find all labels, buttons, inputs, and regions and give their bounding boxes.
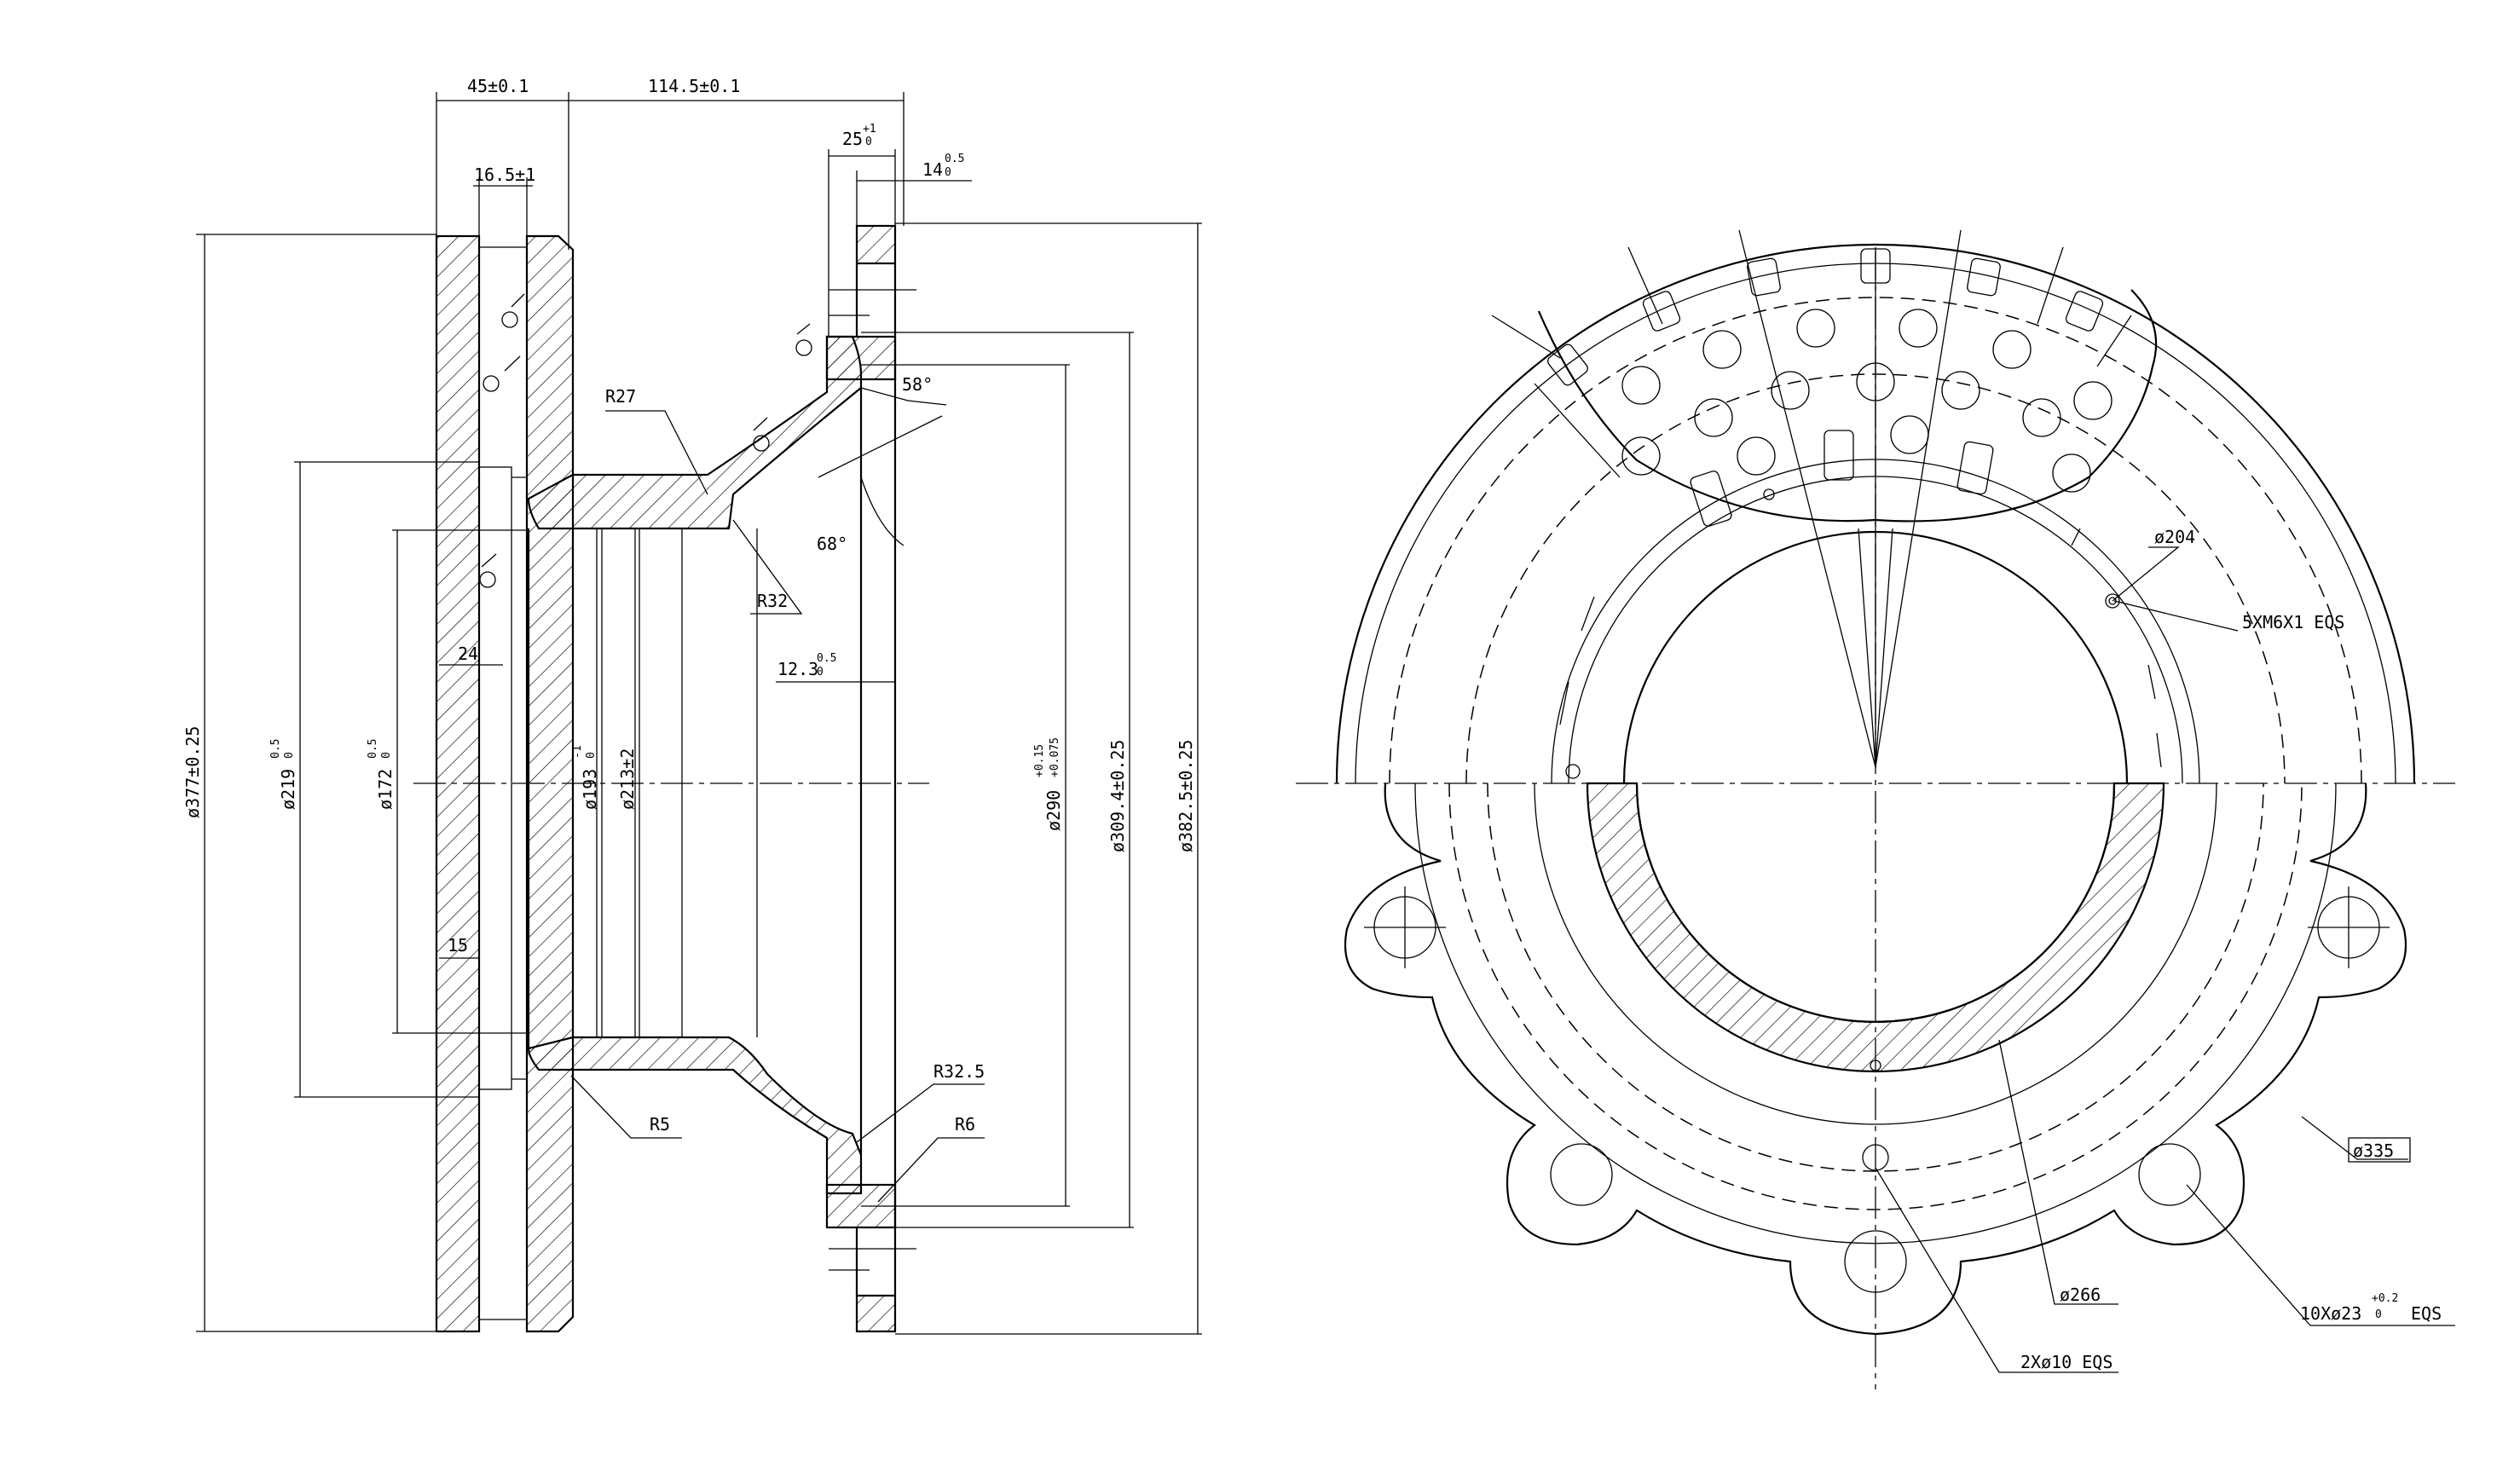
dim-dia-309-4: ø309.4±0.25 [1107, 740, 1128, 852]
dim-12-3-tol-upper: 0.5 [817, 652, 836, 665]
flange-upper-ring [825, 335, 897, 381]
dim-r32-5: R32.5 [933, 1061, 985, 1082]
dim-r27: R27 [605, 386, 636, 407]
dim-bolt-holes-eqs: EQS [2411, 1303, 2442, 1324]
dim-dia-266: ø266 [2060, 1285, 2101, 1305]
dim-dia-335: ø335 [2353, 1140, 2394, 1161]
dim-dia-290: ø290 [1043, 790, 1064, 831]
dim-dia-204: ø204 [2154, 527, 2195, 547]
dim-r5: R5 [650, 1114, 670, 1135]
dim-45: 45±0.1 [467, 76, 529, 96]
dim-16-5: 16.5±1 [474, 165, 535, 185]
dim-dia-193-tol-upper: -1 [571, 745, 584, 759]
dim-15: 15 [448, 935, 468, 956]
dim-14: 14 [922, 159, 943, 180]
flange-top-segment [855, 224, 897, 265]
bore-hatched-section [1586, 782, 2165, 1073]
dim-angle-68: 68° [817, 534, 847, 554]
dim-dia-213: ø213±2 [617, 748, 638, 810]
dim-12-3-tol-lower: 0 [817, 666, 824, 678]
dim-dia-172-tol-lower: 0 [380, 752, 393, 759]
radial-lines [1491, 229, 2132, 768]
dim-dia-193-tol-lower: 0 [585, 752, 598, 759]
dim-m6-threads: 5XM6X1 EQS [2242, 612, 2344, 632]
dim-dia-290-tol-upper: +0.15 [1033, 744, 1046, 777]
dim-14-tol-lower: 0 [945, 166, 951, 179]
dim-25-tol-upper: +1 [863, 123, 876, 136]
dim-dia-219: ø219 [278, 769, 298, 810]
inner-friction-plate [525, 234, 575, 1333]
bolt-holes [1364, 886, 2390, 1293]
dim-dia-219-tol-upper: 0.5 [269, 739, 282, 759]
dim-dia-172: ø172 [375, 769, 396, 810]
dim-angle-58: 58° [902, 374, 933, 395]
dim-dia-382-5: ø382.5±0.25 [1176, 740, 1196, 852]
flange-bottom-segment [855, 1294, 897, 1333]
dim-25-tol-lower: 0 [865, 136, 872, 148]
vent-slots [1547, 248, 2104, 527]
outer-friction-plate [435, 234, 481, 1333]
dim-dia-335-box [2348, 1137, 2411, 1163]
dim-bolt-holes-tol-upper: +0.2 [2372, 1292, 2398, 1305]
dim-pin-holes: 2Xø10 EQS [2020, 1352, 2113, 1372]
dim-24: 24 [458, 644, 478, 664]
dim-12-3: 12.3 [777, 659, 818, 679]
flange-outline [1344, 782, 2407, 1336]
dim-25: 25 [842, 129, 863, 149]
vent-holes [1621, 309, 2113, 500]
hat-lower-wall [527, 1036, 863, 1195]
dim-dia-193: ø193 [580, 769, 600, 810]
dim-r6: R6 [955, 1114, 975, 1135]
dim-dia-290-tol-lower: +0.075 [1049, 737, 1061, 777]
dim-dia-172-tol-upper: 0.5 [367, 739, 379, 759]
disc-outer-edge [1335, 243, 2416, 784]
dim-114-5: 114.5±0.1 [648, 76, 740, 96]
dim-14-tol-upper: 0.5 [945, 153, 964, 165]
dim-r32: R32 [757, 591, 788, 611]
dim-bolt-holes-tol-lower: 0 [2375, 1308, 2382, 1321]
dim-bolt-holes: 10Xø23 [2300, 1303, 2361, 1324]
section-view: 45±0.1 114.5±0.1 16.5±1 25 +1 0 14 0.5 0… [182, 76, 1202, 1335]
front-view: ø204 5XM6X1 EQS ø335 ø266 10Xø23 +0.2 0 … [1296, 229, 2455, 1389]
hat-upper-wall [527, 335, 863, 530]
dim-dia-219-tol-lower: 0 [283, 752, 296, 759]
dim-dia-377: ø377±0.25 [182, 726, 203, 818]
